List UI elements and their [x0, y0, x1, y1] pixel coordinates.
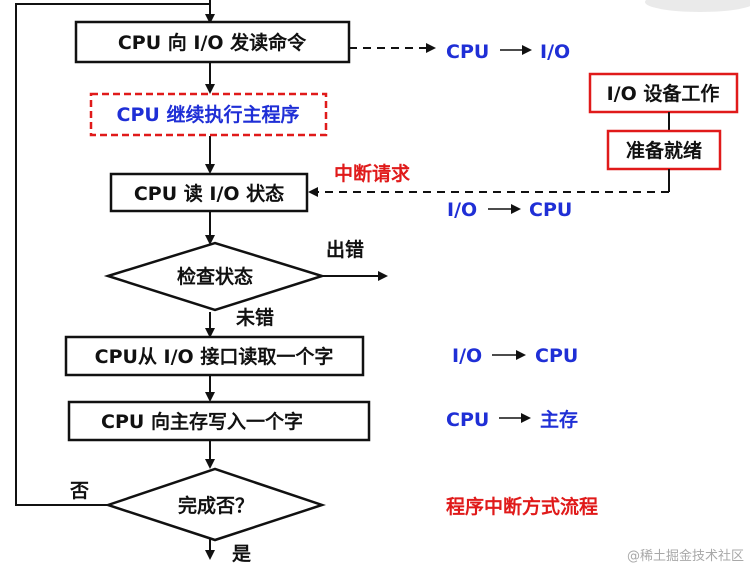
io-to-cpu-2-to: CPU — [535, 345, 578, 367]
cpu-to-mem-to: 主存 — [540, 408, 578, 431]
cpu-to-mem-from: CPU — [446, 409, 489, 431]
io-device-working-box — [588, 72, 739, 114]
no-error-label: 未错 — [235, 306, 274, 329]
io-to-cpu-1-from: I/O — [447, 199, 477, 221]
watermark: @稀土掘金技术社区 — [627, 548, 744, 564]
error-label: 出错 — [326, 238, 364, 261]
io-to-cpu-2-from: I/O — [452, 345, 482, 367]
done-label: 完成否？ — [178, 494, 254, 517]
check-status-label: 检查状态 — [177, 265, 253, 288]
interrupt-request-label: 中断请求 — [334, 162, 411, 185]
check-status-diamond — [103, 241, 327, 312]
cpu-to-io-from: CPU — [446, 41, 489, 63]
ready-label: 准备就绪 — [626, 139, 702, 162]
cpu-to-io-to: I/O — [540, 41, 570, 63]
io-to-cpu-1-to: CPU — [529, 199, 572, 221]
done-diamond — [104, 467, 326, 542]
corner-shadow — [645, 0, 750, 12]
send-read-command-label: CPU 向 I/O 发读命令 — [118, 31, 307, 54]
ready-box — [606, 129, 722, 171]
write-word-box — [67, 400, 371, 442]
read-io-status-box — [109, 172, 309, 213]
continue-main-program-label: CPU 继续执行主程序 — [117, 103, 300, 126]
continue-main-program-box — [89, 92, 328, 137]
flow-connectors — [15, 0, 388, 560]
read-word-label: CPU从 I/O 接口读取一个字 — [95, 345, 334, 368]
read-word-box — [64, 335, 365, 377]
io-device-working-label: I/O 设备工作 — [607, 82, 720, 105]
yes-label: 是 — [232, 543, 251, 565]
write-word-label: CPU 向主存写入一个字 — [101, 410, 303, 433]
send-read-command-box — [74, 20, 351, 64]
no-label: 否 — [69, 480, 89, 502]
read-io-status-label: CPU 读 I/O 状态 — [134, 182, 284, 205]
diagram-title: 程序中断方式流程 — [446, 495, 598, 518]
